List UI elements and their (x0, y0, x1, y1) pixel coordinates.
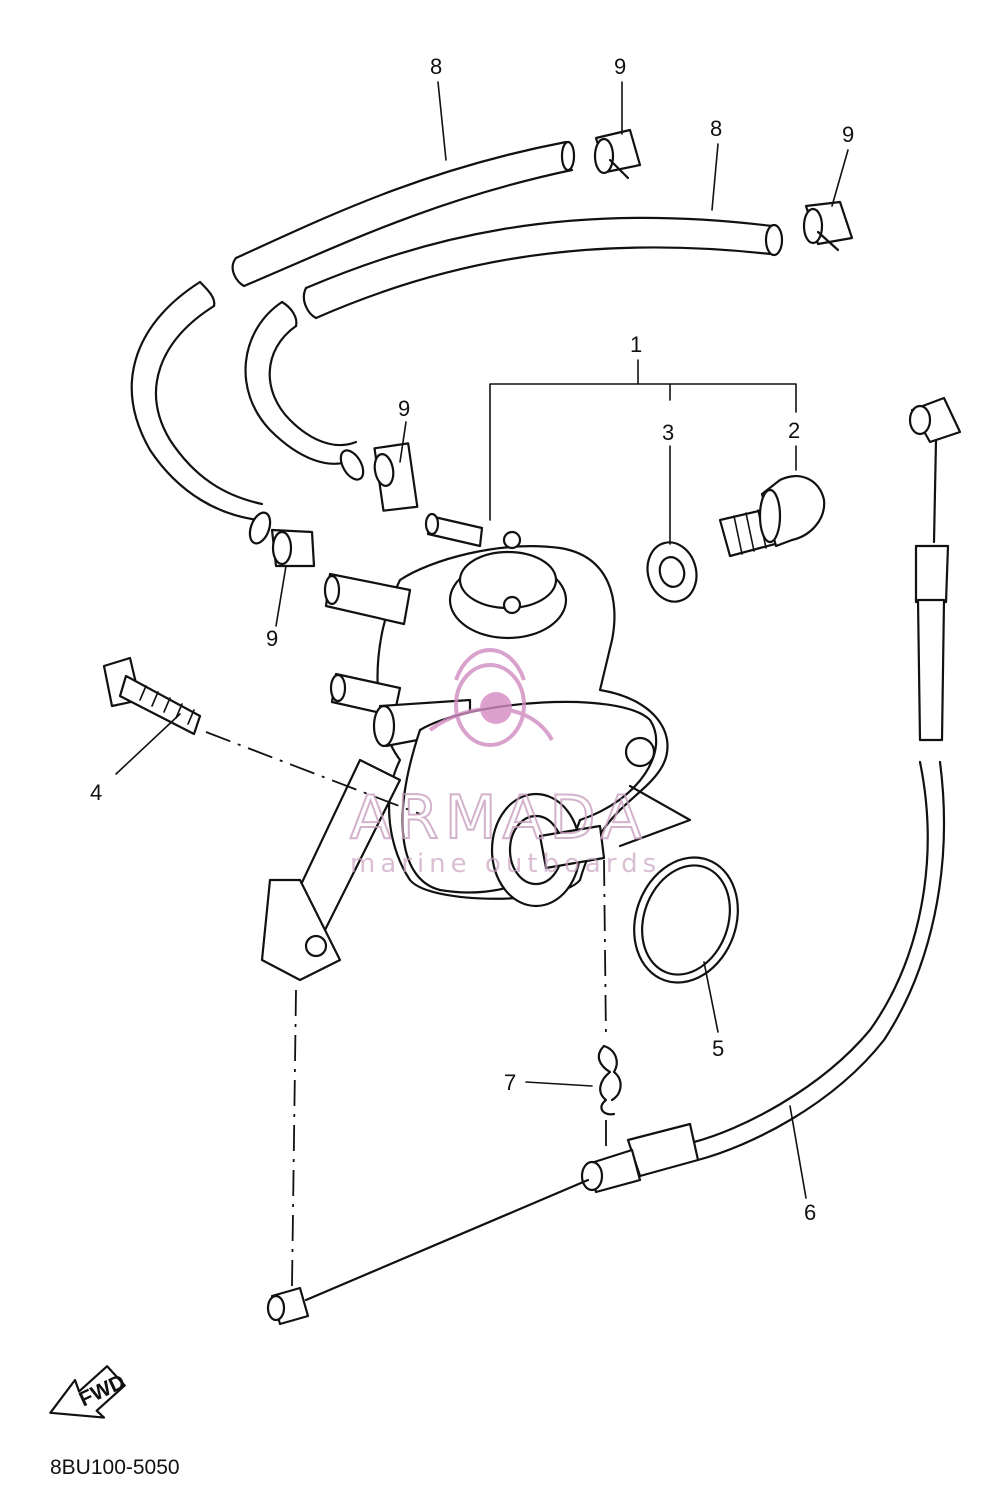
o-ring (633, 856, 739, 984)
callout-3: 3 (662, 420, 674, 445)
forward-direction-arrow: FWD (49, 1365, 129, 1419)
bolt (102, 656, 202, 736)
callout-7: 7 (504, 1070, 516, 1095)
watermark-brand: ARMADA (350, 783, 648, 853)
callout-5: 5 (712, 1036, 724, 1061)
watermark: ARMADA marine outboards (349, 648, 661, 879)
watermark-logo-icon (428, 648, 554, 747)
part-code: 8BU100-5050 (50, 1456, 180, 1479)
callout-4: 4 (90, 780, 102, 805)
hose-clip-1 (593, 128, 642, 180)
hose-clip-3 (373, 442, 419, 512)
callout-9-d: 9 (266, 626, 278, 651)
fuel-cock-body (260, 512, 692, 982)
callout-6: 6 (804, 1200, 816, 1225)
callout-8-b: 8 (710, 116, 722, 141)
throttle-cable (266, 396, 962, 1326)
fuel-hose-lower (244, 216, 784, 481)
callout-9-a: 9 (614, 54, 626, 79)
callout-9-c: 9 (398, 396, 410, 421)
watermark-tagline: marine outboards (350, 849, 661, 879)
callout-2: 2 (788, 418, 800, 443)
callout-8-a: 8 (430, 54, 442, 79)
hose-clip-4 (270, 528, 316, 568)
callout-numbers: 8 9 8 9 1 9 3 2 9 4 5 7 6 (90, 54, 854, 1225)
fuel-hose-upper (130, 140, 576, 545)
leader-lines (115, 81, 849, 1199)
wire-clip (597, 1044, 622, 1116)
callout-1: 1 (630, 332, 642, 357)
assembly-lines (205, 731, 607, 1287)
washer (646, 541, 698, 603)
hose-clip-2 (802, 200, 854, 252)
callout-9-b: 9 (842, 122, 854, 147)
screw (718, 475, 826, 558)
